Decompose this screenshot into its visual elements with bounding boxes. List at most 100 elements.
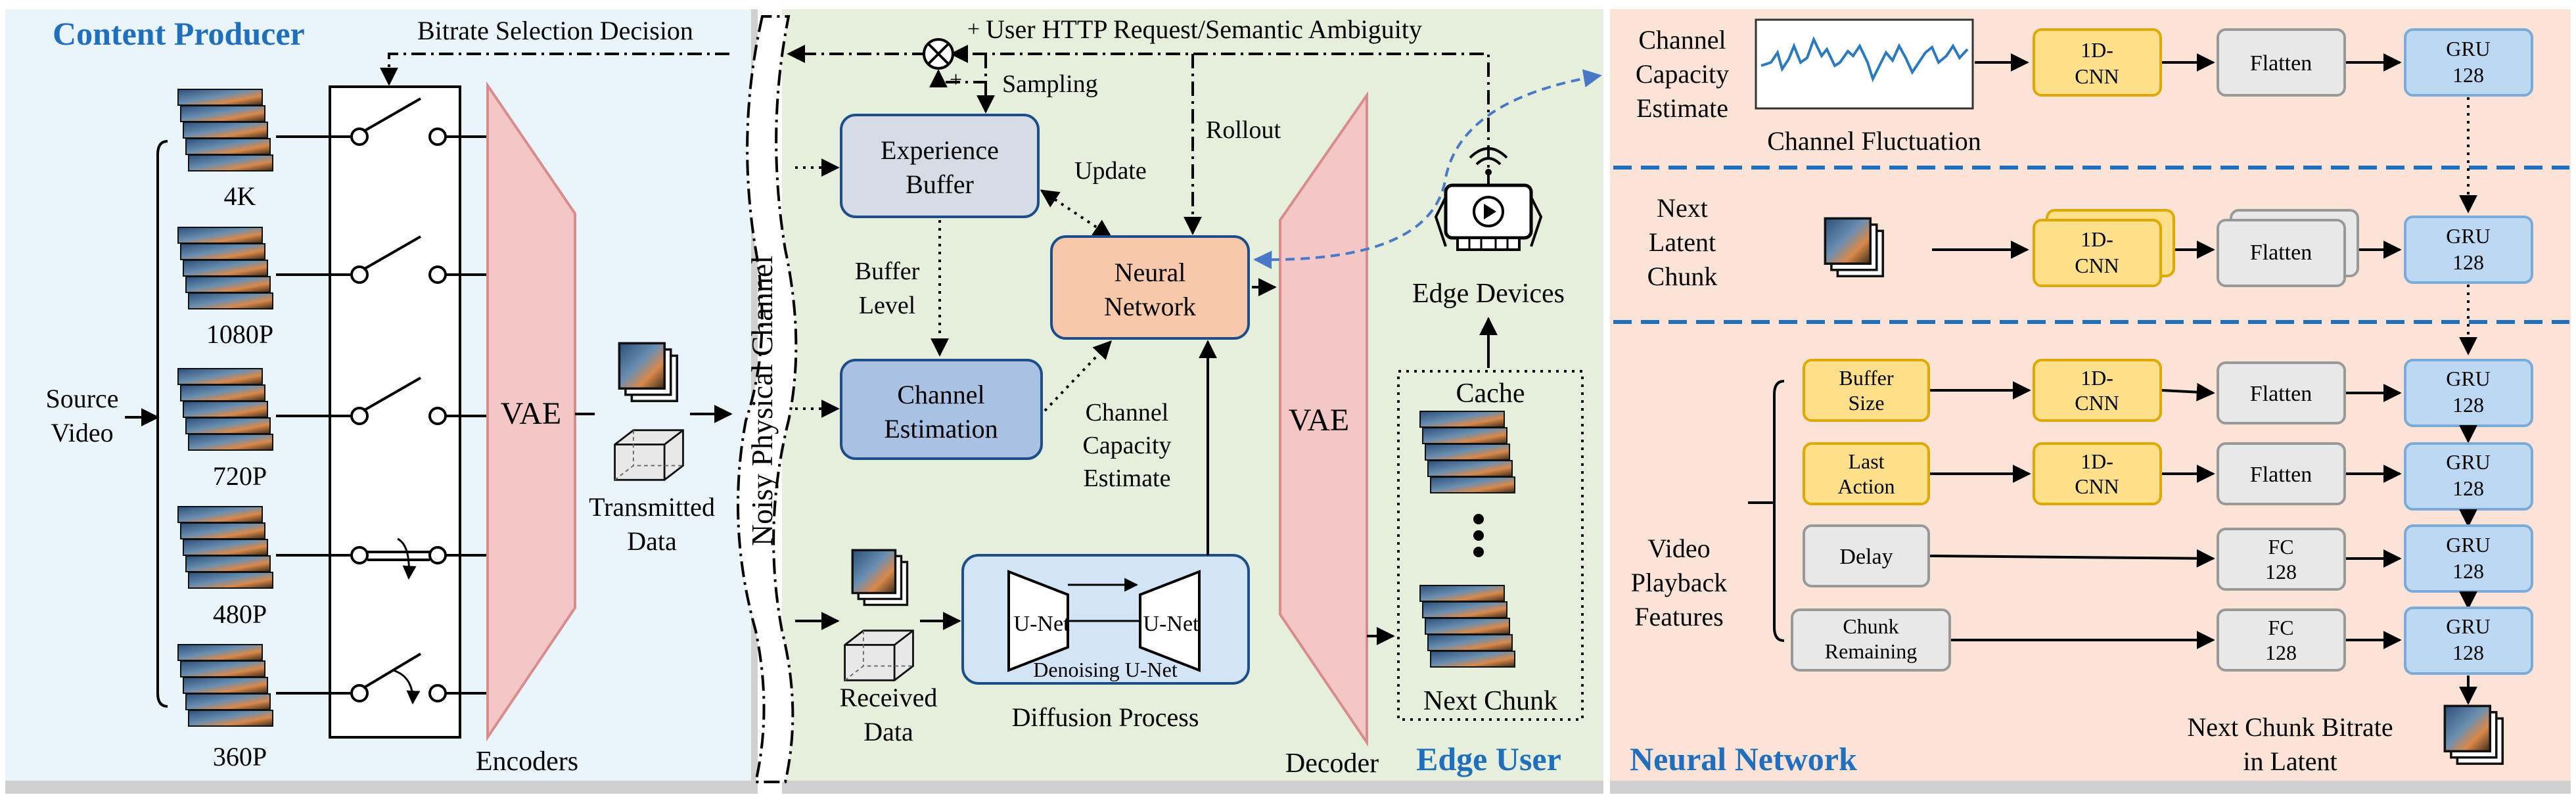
received-data-label-2: Data [863,717,913,746]
buffer-size-box [1803,359,1930,422]
flatten-box-action [2217,442,2346,505]
received-data-label-1: Received [840,683,938,712]
cache-box [1397,370,1584,721]
gru-label-2: 128 [2452,63,2484,87]
estimation-to-nn-arrow [1044,340,1112,412]
received-cube-icon [844,629,914,681]
section-title-neural-network: Neural Network [1630,741,1857,777]
stack-480p [177,506,273,589]
channel-fluctuation-line [1760,35,1969,83]
fc-label-2: 128 [2265,560,2297,584]
gru-label-2: 128 [2452,641,2484,664]
resolution-label-1080p: 1080P [206,319,273,349]
cnn-box-row2 [2033,219,2162,287]
playback-label-2: Playback [1631,568,1728,597]
channel-estimation-label-2: Estimation [884,414,998,444]
source-video-label-2: Video [51,418,113,447]
encoder-vae-label: VAE [501,396,561,431]
edge-capacity-label-3: Estimate [1084,465,1171,492]
diffusion-process-label: Diffusion Process [1012,702,1199,732]
update-label: Update [1074,157,1147,185]
last-action-label-1: Last [1848,449,1884,473]
output-chunk-icon [2443,704,2504,766]
transmitted-cube-icon [614,429,684,481]
stack-1080p [177,227,273,309]
resolution-label-360p: 360P [213,742,267,771]
flatten-box-row1 [2217,28,2346,97]
buffer-size-label-1: Buffer [1839,366,1894,390]
next-latent-label-3: Chunk [1647,262,1718,291]
fc-label-1: FC [2268,616,2293,639]
nn-capacity-label-1: Channel [1638,25,1726,55]
channel-fluctuation-plot [1755,18,1974,110]
encoders-label: Encoders [476,746,578,777]
last-action-box [1803,442,1930,505]
fc-box-delay [2217,528,2346,591]
stack-360p [177,644,273,727]
cache-stack-top [1419,411,1515,493]
gru-box-row2 [2404,216,2533,284]
transmitted-frames-icon [618,342,679,403]
source-video-label-1: Source [45,384,118,413]
playback-label-1: Video [1647,534,1710,563]
cnn-label-2: CNN [2075,391,2119,415]
resolution-label-720p: 720P [213,461,267,491]
buffer-level-label-1: Buffer [855,258,920,285]
gru-label-1: GRU [2446,37,2491,60]
cnn-label-1: 1D- [2081,38,2113,62]
gru-label-1: GRU [2446,614,2491,638]
capacity-link-arrow [1253,69,1602,269]
user-request-arrow [950,45,1490,187]
experience-buffer-label-1: Experience [881,135,999,165]
gru-label-1: GRU [2446,367,2491,390]
output-label-1: Next Chunk Bitrate [2187,712,2393,742]
plus-left-label: + [950,68,962,92]
last-action-label-2: Action [1837,474,1895,498]
unet-decoder-shape [1139,570,1201,672]
cnn-box-action [2033,442,2162,505]
panel-shadow [5,781,751,794]
unet-label-left: U-Net [1014,612,1070,636]
edge-neural-network-box [1050,235,1250,340]
switches [276,97,486,702]
gru-box-row6 [2404,606,2533,675]
gru-label-2: 128 [2452,476,2484,500]
edge-capacity-label-2: Capacity [1082,432,1171,459]
gru-label-2: 128 [2452,559,2484,583]
output-label-2: in Latent [2243,746,2337,776]
flatten-box-row2 [2217,219,2346,287]
resolution-label-480p: 480P [213,599,267,629]
gru-label-2: 128 [2452,393,2484,417]
cnn-label-1: 1D- [2081,449,2113,473]
ellipsis-dot [1473,514,1484,524]
delay-label: Delay [1839,545,1893,569]
flatten-box-buffer [2217,361,2346,424]
cnn-box-row1 [2033,28,2162,97]
flatten-label: Flatten [2250,463,2312,487]
panel-shadow [1610,781,2571,794]
ellipsis-dot [1473,530,1484,541]
plus-top-label: + [967,17,980,41]
flatten-label: Flatten [2250,51,2312,76]
gru-label-1: GRU [2446,450,2491,474]
edge-devices-label: Edge Devices [1412,279,1565,309]
chunk-remaining-label-1: Chunk [1843,614,1898,638]
flatten-label: Flatten [2250,382,2312,406]
section-title-edge-user: Edge User [1416,741,1561,777]
gru-box-row1 [2404,28,2533,97]
stack-720p [177,368,273,451]
fc-label-1: FC [2268,535,2293,559]
rollout-label: Rollout [1206,116,1281,144]
experience-buffer-box [840,114,1040,218]
flatten-label: Flatten [2250,240,2312,265]
denoising-unet-label: Denoising U-Net [1033,658,1178,681]
decoder-vae-label: VAE [1289,403,1349,438]
delay-to-fc-arrow [1929,549,2215,568]
delay-box [1803,524,1930,587]
transmitted-data-label-1: Transmitted [589,492,715,522]
stack-4k [177,89,273,172]
buffer-size-label-2: Size [1848,391,1884,415]
nn-capacity-label-3: Estimate [1636,93,1728,123]
nn-capacity-label-2: Capacity [1636,59,1729,89]
